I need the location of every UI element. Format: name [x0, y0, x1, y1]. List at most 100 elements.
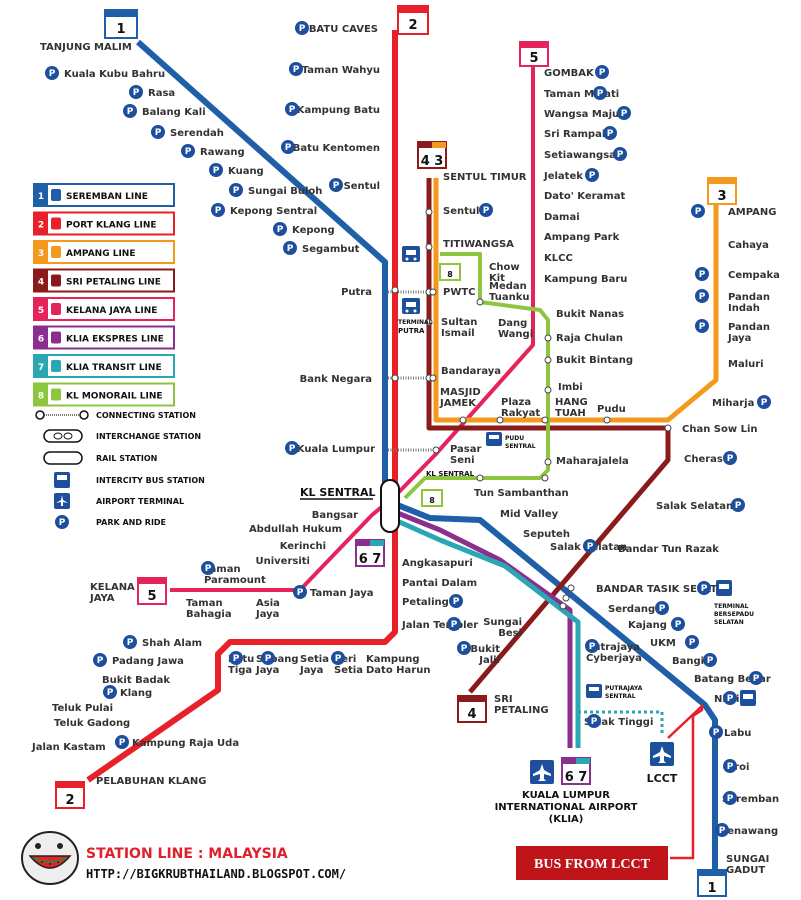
map-url[interactable]: HTTP://BIGKRUBTHAILAND.BLOGSPOT.COM/ [86, 867, 346, 881]
kl-sentral-interchange[interactable] [380, 479, 400, 533]
station-label-teluk-gadong[interactable]: Teluk Gadong [54, 718, 130, 729]
station-label-bangi[interactable]: Bangi [672, 656, 704, 667]
station-bukit-nanas[interactable]: Bukit Nanas [556, 309, 624, 320]
station-label-kampung-batu[interactable]: Kampung Batu [297, 105, 380, 116]
station-chan-sow-lin[interactable]: Chan Sow Lin [682, 424, 758, 435]
station-bangsar[interactable]: Bangsar [312, 510, 358, 521]
station-dato-keramat[interactable]: Dato' Keramat [544, 191, 625, 202]
station-label-seremban[interactable]: Seremban [722, 794, 779, 805]
station-label-kerinchi[interactable]: Kerinchi [280, 541, 326, 552]
station-angkasapuri[interactable]: Angkasapuri [402, 558, 473, 569]
station-label-cempaka[interactable]: Cempaka [728, 270, 780, 281]
station-label-mid-valley[interactable]: Mid Valley [500, 509, 559, 520]
station-tiroi[interactable]: TiroiP [723, 759, 749, 773]
station-label-maharajalela[interactable]: Maharajalela [556, 456, 629, 467]
station-label-batu-caves[interactable]: BATU CAVES [309, 24, 378, 35]
station-label-batang-benar[interactable]: Batang Benar [694, 674, 771, 685]
station-bank-negara[interactable]: Bank Negara [300, 374, 372, 385]
station-label-bandar-tasik-selatan[interactable]: BANDAR TASIK SELATAN [596, 584, 732, 595]
station-label-setiawangsa[interactable]: Setiawangsa [544, 150, 616, 161]
station-bukit-badak[interactable]: Bukit Badak [102, 675, 170, 686]
station-label-kampung-raja-uda[interactable]: Kampung Raja Uda [132, 738, 239, 749]
station-label-tanjung-malim[interactable]: TANJUNG MALIM [40, 42, 132, 53]
station-mid-valley[interactable]: Mid Valley [500, 509, 559, 520]
station-label-pelabuhan-klang[interactable]: PELABUHAN KLANG [96, 776, 206, 787]
station-label-serdang[interactable]: Serdang [608, 604, 655, 615]
station-label-senawang[interactable]: Senawang [720, 826, 778, 837]
station-titiwangsa[interactable]: TITIWANGSA [443, 239, 514, 250]
station-pudu[interactable]: Pudu [597, 404, 626, 415]
station-sentul-timur[interactable]: SENTUL TIMUR [443, 172, 527, 183]
station-imbi[interactable]: Imbi [558, 382, 583, 393]
station-label-raja-chulan[interactable]: Raja Chulan [556, 333, 623, 344]
station-label-sentul[interactable]: Sentul [344, 181, 380, 192]
station-label-kepong-sentral[interactable]: Kepong Sentral [230, 206, 317, 217]
station-bandaraya[interactable]: Bandaraya [441, 366, 501, 377]
station-label-ampang-park[interactable]: Ampang Park [544, 232, 620, 243]
station-label-padang-jawa[interactable]: Padang Jawa [112, 656, 184, 667]
station-label-jalan-templer[interactable]: Jalan Templer [401, 620, 478, 631]
station-label-ampang[interactable]: AMPANG [728, 207, 776, 218]
station-label-seputeh[interactable]: Seputeh [523, 529, 570, 540]
station-label-taman-melati[interactable]: Taman Melati [544, 89, 619, 100]
station-label-gombak[interactable]: GOMBAK [544, 68, 595, 79]
station-kerinchi[interactable]: Kerinchi [280, 541, 326, 552]
station-label-pwtc[interactable]: PWTC [443, 287, 476, 298]
station-tun-sambanthan[interactable]: Tun Sambanthan [474, 488, 569, 499]
station-label-titiwangsa[interactable]: TITIWANGSA [443, 239, 514, 250]
station-label-jalan-kastam[interactable]: Jalan Kastam [31, 742, 106, 753]
station-label-jelatek[interactable]: Jelatek [543, 171, 583, 182]
station-tanjung-malim[interactable]: TANJUNG MALIM [40, 42, 132, 53]
station-label-cheras[interactable]: Cheras [684, 454, 723, 465]
station-label-bank-negara[interactable]: Bank Negara [300, 374, 372, 385]
station-label-sentul[interactable]: Sentul [443, 206, 479, 217]
station-universiti[interactable]: Universiti [256, 556, 311, 567]
station-label-bukit-bintang[interactable]: Bukit Bintang [556, 355, 633, 366]
station-label-sentul-timur[interactable]: SENTUL TIMUR [443, 172, 527, 183]
station-label-salak-selatan[interactable]: Salak Selatan [656, 501, 733, 512]
station-label-sungai-buloh[interactable]: Sungai Buloh [248, 186, 322, 197]
station-label-taman-wahyu[interactable]: Taman Wahyu [302, 65, 380, 76]
